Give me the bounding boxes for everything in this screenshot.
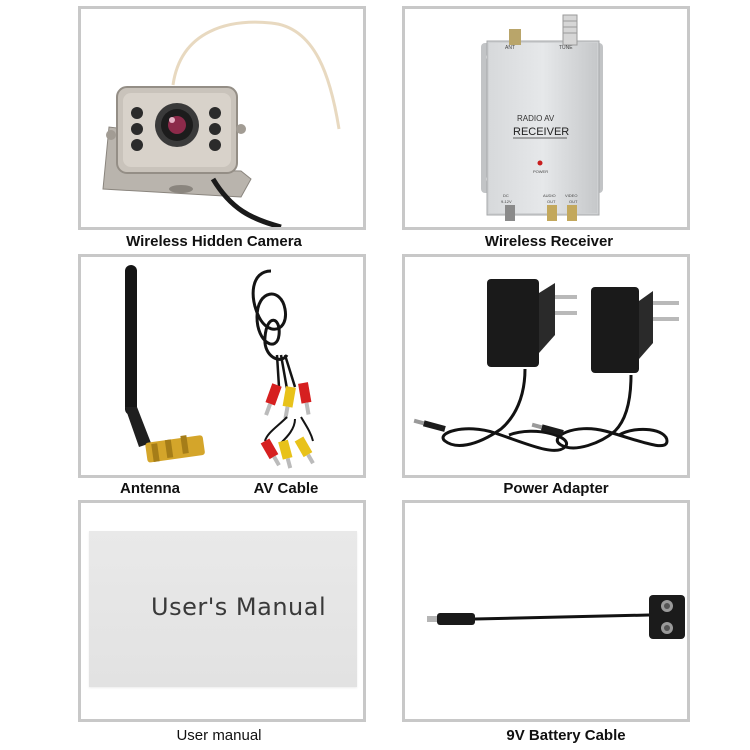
panel-power-adapter bbox=[402, 254, 690, 478]
power-adapter-image bbox=[413, 279, 679, 452]
receiver-image: ANT TUNE RADIO AV RECEIVER POWER DC 9-12… bbox=[481, 14, 603, 221]
camera-image bbox=[102, 20, 341, 227]
panel-battery-cable bbox=[402, 500, 690, 722]
caption-wireless-hidden-camera: Wireless Hidden Camera bbox=[126, 233, 302, 250]
port-video-out-label: OUT bbox=[569, 199, 578, 204]
port-video-label: VIDEO bbox=[565, 193, 577, 198]
caption-av-cable: AV Cable bbox=[253, 480, 319, 497]
port-dc-label: DC bbox=[503, 193, 509, 198]
port-audio-out-label: OUT bbox=[547, 199, 556, 204]
panel-wireless-hidden-camera bbox=[78, 6, 366, 230]
panel-wireless-receiver: ANT TUNE RADIO AV RECEIVER POWER DC 9-12… bbox=[402, 6, 690, 230]
panel-user-manual: User's Manual bbox=[78, 500, 366, 722]
device-label-line2: RECEIVER bbox=[513, 126, 569, 138]
antenna-av-image bbox=[125, 265, 315, 469]
device-label-line1: RADIO AV bbox=[517, 114, 555, 123]
power-label: POWER bbox=[533, 169, 548, 174]
port-tune-label: TUNE bbox=[559, 45, 573, 51]
caption-antenna: Antenna bbox=[120, 480, 180, 497]
manual-cover-title: User's Manual bbox=[151, 593, 327, 621]
battery-cable-image bbox=[427, 595, 685, 639]
caption-power-adapter: Power Adapter bbox=[503, 480, 609, 497]
manual-cover: User's Manual bbox=[89, 531, 357, 687]
port-ant-label: ANT bbox=[505, 45, 515, 51]
port-dc-voltage: 9-12V bbox=[501, 199, 512, 204]
caption-9v-battery-cable: 9V Battery Cable bbox=[506, 727, 626, 744]
caption-user-manual: User manual bbox=[176, 727, 262, 744]
panel-antenna-av-cable bbox=[78, 254, 366, 478]
port-audio-label: AUDIO bbox=[543, 193, 556, 198]
caption-wireless-receiver: Wireless Receiver bbox=[484, 233, 614, 250]
